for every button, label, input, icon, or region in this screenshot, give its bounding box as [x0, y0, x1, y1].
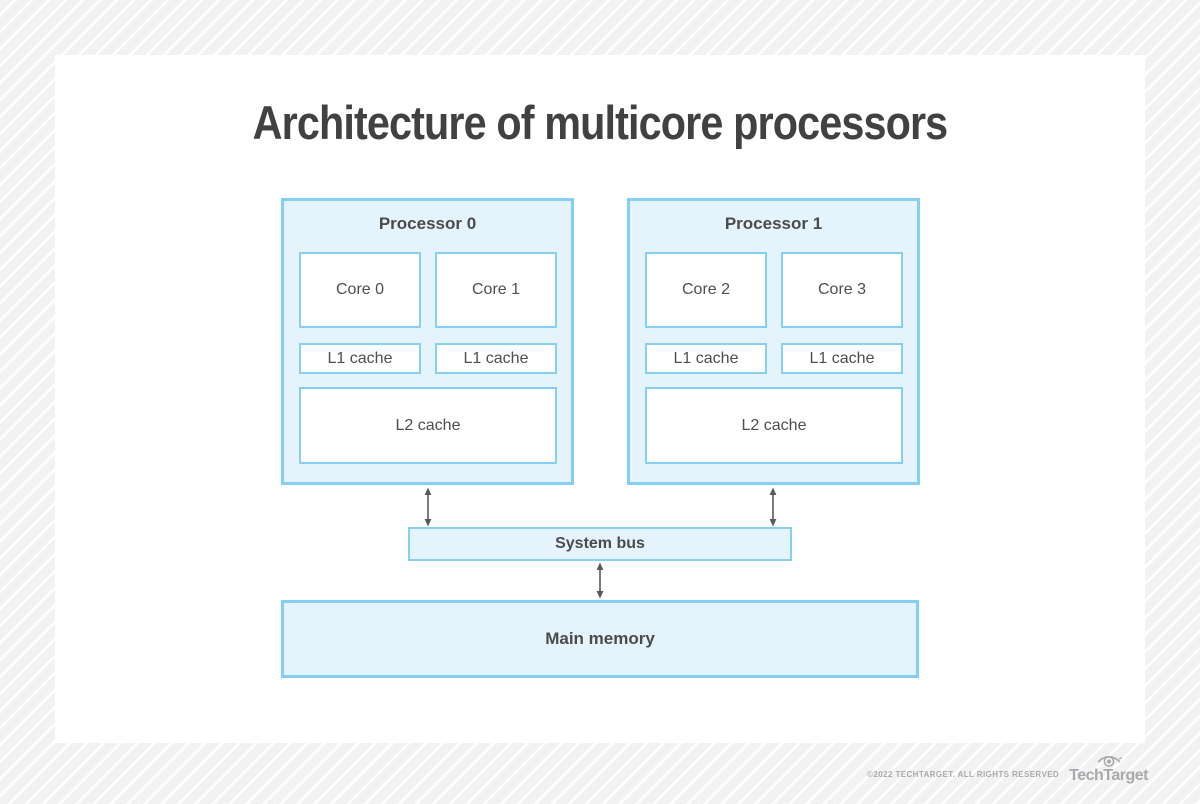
core-0-l1-cache-box: L1 cache: [299, 343, 421, 374]
processor-0-box: Processor 0 Core 0 Core 1 L1 cache L1 ca…: [281, 198, 574, 485]
core-3-l1-cache-box: L1 cache: [781, 343, 903, 374]
core-2-box: Core 2: [645, 252, 767, 328]
techtarget-logo: TechTarget: [1069, 753, 1148, 784]
core-2-l1-cache-box: L1 cache: [645, 343, 767, 374]
processor-1-box: Processor 1 Core 2 Core 3 L1 cache L1 ca…: [627, 198, 920, 485]
processor-1-l1-row: L1 cache L1 cache: [645, 343, 903, 374]
processor-1-label: Processor 1: [724, 214, 823, 233]
processor-0-cores-row: Core 0 Core 1: [299, 252, 557, 328]
processor-1-cores-row: Core 2 Core 3: [645, 252, 903, 328]
processor-1-l2-row: L2 cache: [645, 387, 903, 464]
processor-0-l2-cache-box: L2 cache: [299, 387, 557, 464]
system-bus-box: System bus: [408, 527, 792, 561]
copyright-text: ©2022 TECHTARGET. ALL RIGHTS RESERVED: [867, 770, 1060, 779]
eye-icon: [1097, 755, 1122, 767]
processor-0-l1-row: L1 cache L1 cache: [299, 343, 557, 374]
main-memory-box: Main memory: [281, 600, 919, 678]
core-1-l1-cache-box: L1 cache: [435, 343, 557, 374]
core-3-box: Core 3: [781, 252, 903, 328]
processor-1-l2-cache-box: L2 cache: [645, 387, 903, 464]
processor-0-label: Processor 0: [378, 214, 477, 233]
processor-1-bus-double-arrow-icon: [767, 487, 779, 527]
core-0-box: Core 0: [299, 252, 421, 328]
processor-0-l2-row: L2 cache: [299, 387, 557, 464]
diagram-title: Architecture of multicore processors: [252, 96, 949, 149]
bus-memory-double-arrow-icon: [594, 562, 606, 599]
footer: ©2022 TECHTARGET. ALL RIGHTS RESERVED Te…: [867, 753, 1148, 784]
core-1-box: Core 1: [435, 252, 557, 328]
techtarget-wordmark: TechTarget: [1069, 767, 1148, 784]
processor-0-bus-double-arrow-icon: [422, 487, 434, 527]
